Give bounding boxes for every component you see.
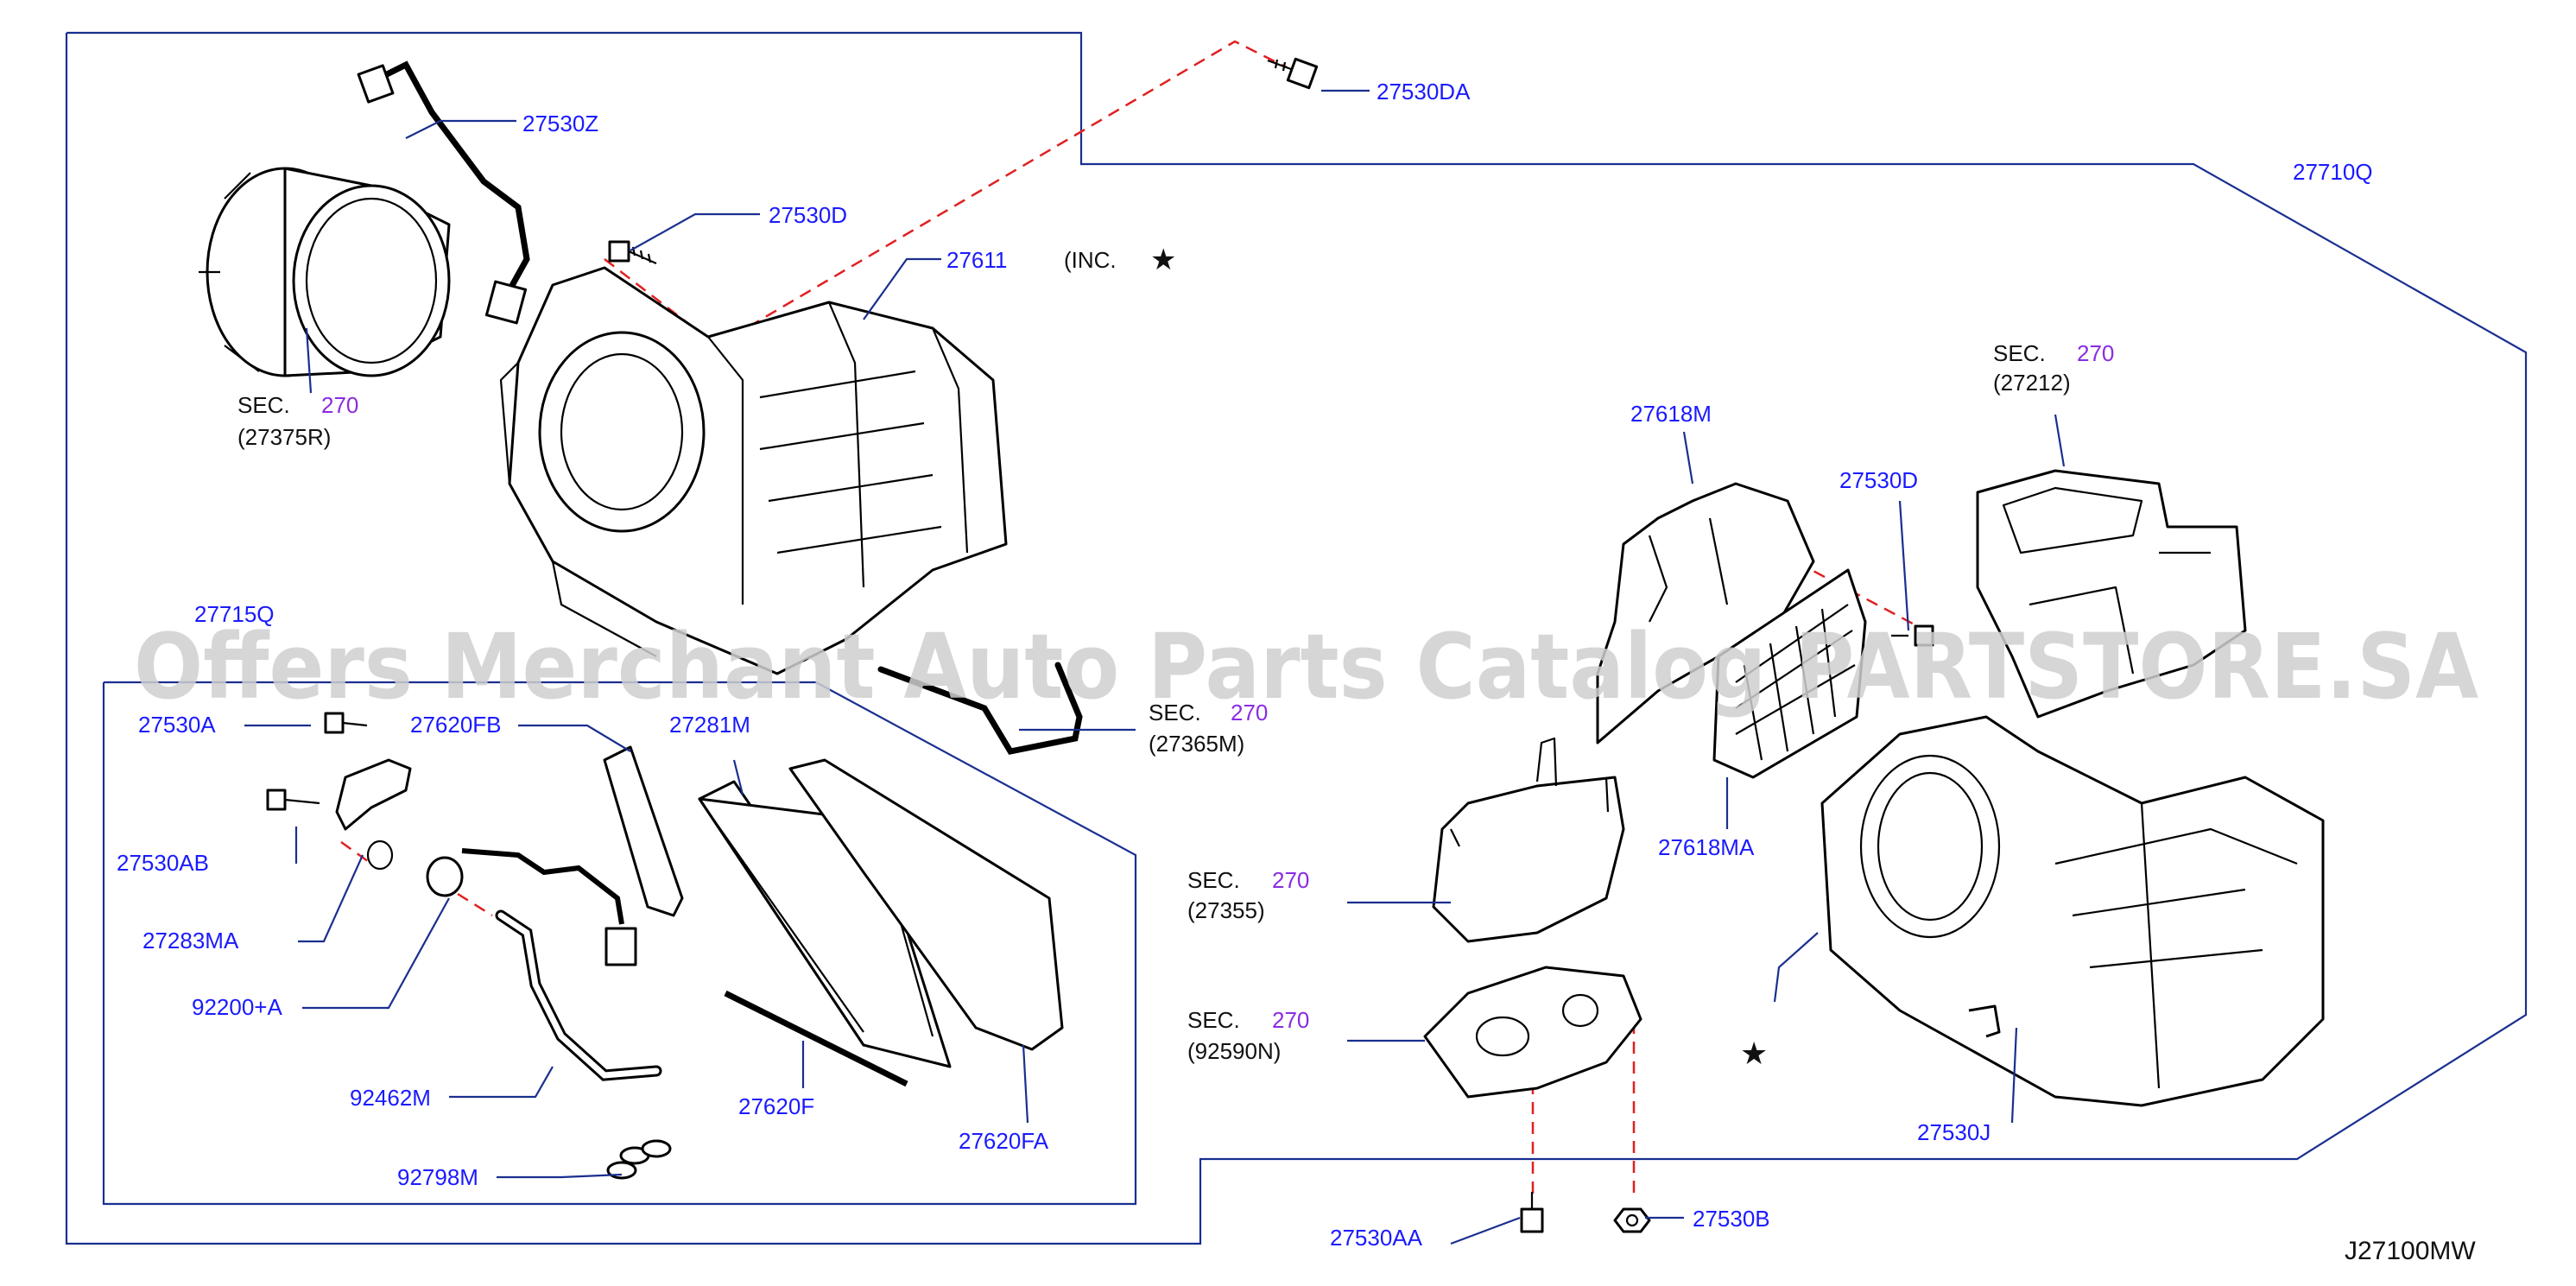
assembly-boundaries (65, 31, 2528, 1245)
drain-brackets (1423, 737, 1642, 1099)
sec-number: 270 (1231, 700, 1268, 725)
lower-housing (1820, 715, 2325, 1107)
label-27618ma[interactable]: 27618MA (1658, 834, 1755, 860)
label-27530j[interactable]: 27530J (1917, 1119, 1991, 1145)
section-ref-27212[interactable]: SEC. 270 (27212) (1993, 340, 2114, 396)
section-ref-27355[interactable]: SEC. 270 (27355) (1187, 867, 1309, 923)
sec-ref: (27212) (1993, 370, 2071, 396)
label-27530b[interactable]: 27530B (1693, 1206, 1770, 1232)
label-92462m[interactable]: 92462M (350, 1085, 431, 1111)
watermark: Offers Merchant Auto Parts Catalog PARTS… (134, 614, 2478, 719)
sec-text: SEC. (1187, 867, 1240, 893)
sec-number: 270 (2077, 340, 2114, 366)
section-ref-92590n[interactable]: SEC. 270 (92590N) (1187, 1007, 1309, 1064)
inc-note: (INC. (1064, 247, 1117, 273)
heater-pipe (877, 662, 1083, 755)
label-92200a[interactable]: 92200+A (192, 994, 282, 1020)
outer-assembly-outline (65, 31, 2528, 1245)
sec-ref: (27365M) (1149, 731, 1244, 757)
sec-ref: (27355) (1187, 897, 1265, 923)
inner-evaporator-outline (102, 681, 1137, 1206)
sec-text: SEC. (1187, 1007, 1240, 1033)
label-27710q[interactable]: 27710Q (2293, 159, 2373, 185)
screw-27530d-left (608, 240, 657, 265)
label-27530z[interactable]: 27530Z (522, 111, 598, 136)
sec-text: SEC. (1149, 700, 1201, 725)
screw-27530da (1267, 57, 1319, 90)
housing-star-icon: ★ (1740, 1036, 1768, 1072)
label-27530da[interactable]: 27530DA (1377, 79, 1471, 105)
inc-star-icon: ★ (1150, 243, 1176, 277)
sec-ref: (92590N) (1187, 1038, 1281, 1064)
label-92798m[interactable]: 92798M (397, 1164, 478, 1190)
label-27281m[interactable]: 27281M (669, 712, 750, 738)
blower-housing (499, 266, 1008, 675)
section-references: SEC. 270 (27375R) SEC. 270 (27212) SEC. … (237, 340, 2114, 1064)
diagram-code: J27100MW (2345, 1237, 2476, 1265)
filter-grid (1712, 568, 1867, 779)
intake-unit (1976, 469, 2247, 719)
screw-27530aa (1520, 1192, 1544, 1233)
label-27530aa[interactable]: 27530AA (1330, 1225, 1423, 1251)
label-27530d-left[interactable]: 27530D (769, 202, 847, 228)
label-27530ab[interactable]: 27530AB (117, 850, 209, 876)
sec-number: 270 (321, 392, 358, 418)
label-27530d-right[interactable]: 27530D (1839, 467, 1918, 493)
label-27611[interactable]: 27611 (946, 247, 1007, 273)
evaporator-group (266, 712, 1064, 1180)
bracket-27530j (1968, 1004, 2001, 1038)
sec-number: 270 (1272, 867, 1309, 893)
label-27620f[interactable]: 27620F (738, 1093, 814, 1119)
screw-27530d-right (1891, 624, 1934, 647)
section-ref-27375r[interactable]: SEC. 270 (27375R) (237, 392, 358, 450)
blower-motor (199, 167, 451, 377)
label-27620fb[interactable]: 27620FB (410, 712, 502, 738)
sec-text: SEC. (237, 392, 290, 418)
label-27283ma[interactable]: 27283MA (142, 928, 239, 953)
label-27530a[interactable]: 27530A (138, 712, 216, 738)
section-ref-27365m[interactable]: SEC. 270 (27365M) (1149, 700, 1268, 757)
leader-lines (244, 89, 2066, 1245)
sec-ref: (27375R) (237, 424, 331, 450)
harness-wire (357, 60, 530, 325)
sec-text: SEC. (1993, 340, 2046, 366)
label-27715q[interactable]: 27715Q (194, 601, 275, 627)
label-27620fa[interactable]: 27620FA (959, 1128, 1049, 1154)
label-27618m[interactable]: 27618M (1630, 401, 1712, 427)
nut-27530b (1613, 1207, 1651, 1233)
part-labels: 27530DA 27530Z 27530D 27611 27710Q 27618… (117, 79, 2373, 1251)
sec-number: 270 (1272, 1007, 1309, 1033)
